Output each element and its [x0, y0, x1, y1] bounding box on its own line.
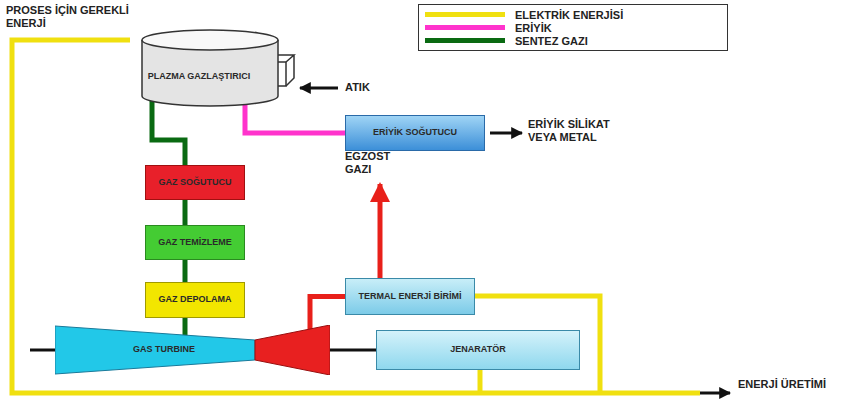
gasifier-cylinder: PLAZMA GAZLAŞTIRICI	[140, 28, 280, 108]
compressor-shape	[55, 326, 255, 374]
legend-box: ELEKTRİK ENERJİSİERİYİKSENTEZ GAZI	[418, 4, 728, 51]
legend-swatch	[425, 12, 505, 17]
process-box: JENARATÖR	[376, 330, 580, 370]
legend-text: SENTEZ GAZI	[515, 35, 588, 47]
energy-line	[478, 370, 483, 393]
energy-bus	[12, 40, 700, 393]
process-box: GAZ TEMİZLEME	[145, 225, 245, 260]
turbine-symbol: GAS TURBINE	[55, 325, 330, 375]
flow-line	[152, 100, 185, 165]
output-arrow	[700, 392, 730, 395]
output-arrow	[490, 132, 522, 135]
flow-line	[183, 200, 188, 225]
exhaust-label: EGZOST GAZI	[345, 150, 415, 175]
legend-row: SENTEZ GAZI	[425, 34, 721, 47]
node-text: GAS TURBINE	[85, 343, 243, 357]
process-box: ERİYİK SOĞUTUCU	[345, 115, 485, 151]
node-text: PLAZMA GAZLAŞTIRICI	[144, 70, 255, 84]
energy-label: PROSES İÇİN GEREKLİ ENERJİ	[6, 4, 136, 29]
flow-line	[183, 260, 188, 282]
output-label: ERİYİK SİLİKAT VEYA METAL	[528, 118, 628, 143]
node-text: GAZ SOĞUTUCU	[155, 176, 236, 190]
turbine-shape	[255, 325, 330, 375]
node-text: GAZ DEPOLAMA	[155, 293, 236, 307]
legend-swatch	[425, 38, 505, 43]
legend-row: ERİYİK	[425, 21, 721, 34]
legend-text: ERİYİK	[515, 22, 552, 34]
process-box: GAZ DEPOLAMA	[145, 282, 245, 318]
flow-line	[245, 102, 345, 133]
legend-text: ELEKTRİK ENERJİSİ	[515, 9, 623, 21]
legend-swatch	[425, 25, 505, 30]
cylinder-outline	[140, 28, 280, 108]
input-arrow	[300, 87, 338, 90]
shaft	[30, 349, 56, 352]
process-box: GAZ SOĞUTUCU	[145, 165, 245, 200]
node-text: JENARATÖR	[446, 343, 509, 357]
legend-row: ELEKTRİK ENERJİSİ	[425, 8, 721, 21]
exhaust-arrow	[378, 184, 383, 278]
node-text: GAZ TEMİZLEME	[154, 236, 236, 250]
output-label: ENERJİ ÜRETİMİ	[738, 378, 830, 391]
node-text: ERİYİK SOĞUTUCU	[369, 126, 461, 140]
input-label: ATIK	[345, 81, 405, 94]
node-text: TERMAL ENERJİ BİRİMİ	[355, 290, 466, 304]
cylinder-top	[142, 30, 278, 50]
shaft	[328, 349, 376, 352]
flow-line	[183, 318, 188, 337]
process-box: TERMAL ENERJİ BİRİMİ	[345, 278, 475, 315]
